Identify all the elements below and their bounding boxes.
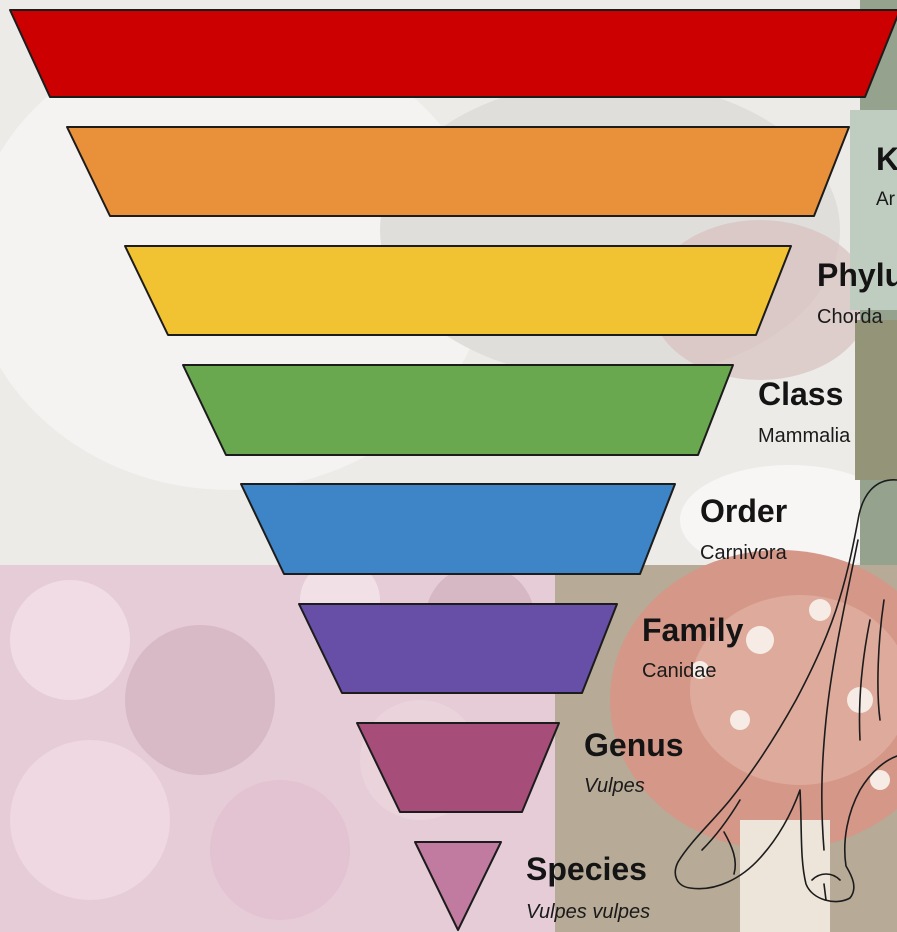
taxon-label-2: Ar xyxy=(876,189,896,210)
taxon-label-4: Mammalia xyxy=(758,425,851,447)
rank-label-8: Species xyxy=(526,851,647,887)
taxon-label-3: Chorda xyxy=(817,306,883,328)
rank-label-7: Genus xyxy=(584,727,684,763)
pyramid-level-2 xyxy=(67,127,849,216)
pyramid-level-5 xyxy=(241,484,675,574)
rank-label-4: Class xyxy=(758,376,843,412)
rank-label-3: Phylu xyxy=(817,257,897,293)
rank-label-5: Order xyxy=(700,493,787,529)
pyramid-level-4 xyxy=(183,365,733,455)
rank-label-2: K xyxy=(876,141,897,177)
taxon-label-6: Canidae xyxy=(642,660,717,682)
pyramid-level-1 xyxy=(10,10,897,97)
rank-label-6: Family xyxy=(642,612,744,648)
pyramid-level-3 xyxy=(125,246,791,335)
pyramid-level-6 xyxy=(299,604,617,693)
taxon-label-5: Carnivora xyxy=(700,542,788,564)
taxon-label-8: Vulpes vulpes xyxy=(526,901,650,923)
taxon-label-7: Vulpes xyxy=(584,775,645,797)
